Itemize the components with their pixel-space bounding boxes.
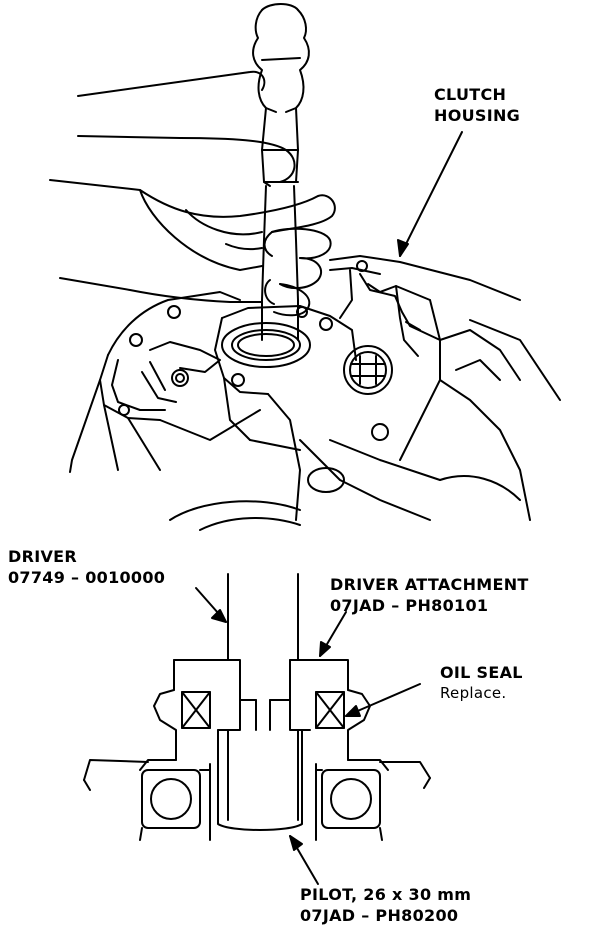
transmission-case-drawing [70, 256, 560, 530]
oil-seal-label: OIL SEAL Replace. [440, 662, 523, 704]
pilot-label: PILOT, 26 x 30 mm 07JAD – PH80200 [300, 884, 471, 926]
clutch-housing-leader [398, 132, 462, 256]
driver-label-line1: DRIVER [8, 547, 77, 566]
oil-seal-label-line2: Replace. [440, 684, 507, 702]
clutch-housing-label-line1: CLUTCH [434, 85, 507, 104]
pilot-label-line1: PILOT, 26 x 30 mm [300, 885, 472, 904]
driver-attachment-label: DRIVER ATTACHMENT 07JAD – PH80101 [330, 574, 529, 616]
driver-leader [196, 588, 226, 622]
cross-section-drawing [84, 574, 430, 840]
clutch-housing-label-line2: HOUSING [434, 106, 521, 125]
oil-seal-leader [346, 684, 420, 716]
driver-attachment-label-line2: 07JAD – PH80101 [330, 596, 489, 615]
driver-label: DRIVER 07749 – 0010000 [8, 546, 165, 588]
clutch-housing-label: CLUTCH HOUSING [434, 84, 520, 126]
pilot-leader [290, 836, 318, 884]
driver-label-line2: 07749 – 0010000 [8, 568, 166, 587]
driver-attachment-label-line1: DRIVER ATTACHMENT [330, 575, 529, 594]
oil-seal-label-line1: OIL SEAL [440, 663, 523, 682]
hand-drawing [50, 72, 335, 316]
driver-attachment-leader [320, 612, 346, 656]
pilot-label-line2: 07JAD – PH80200 [300, 906, 459, 925]
